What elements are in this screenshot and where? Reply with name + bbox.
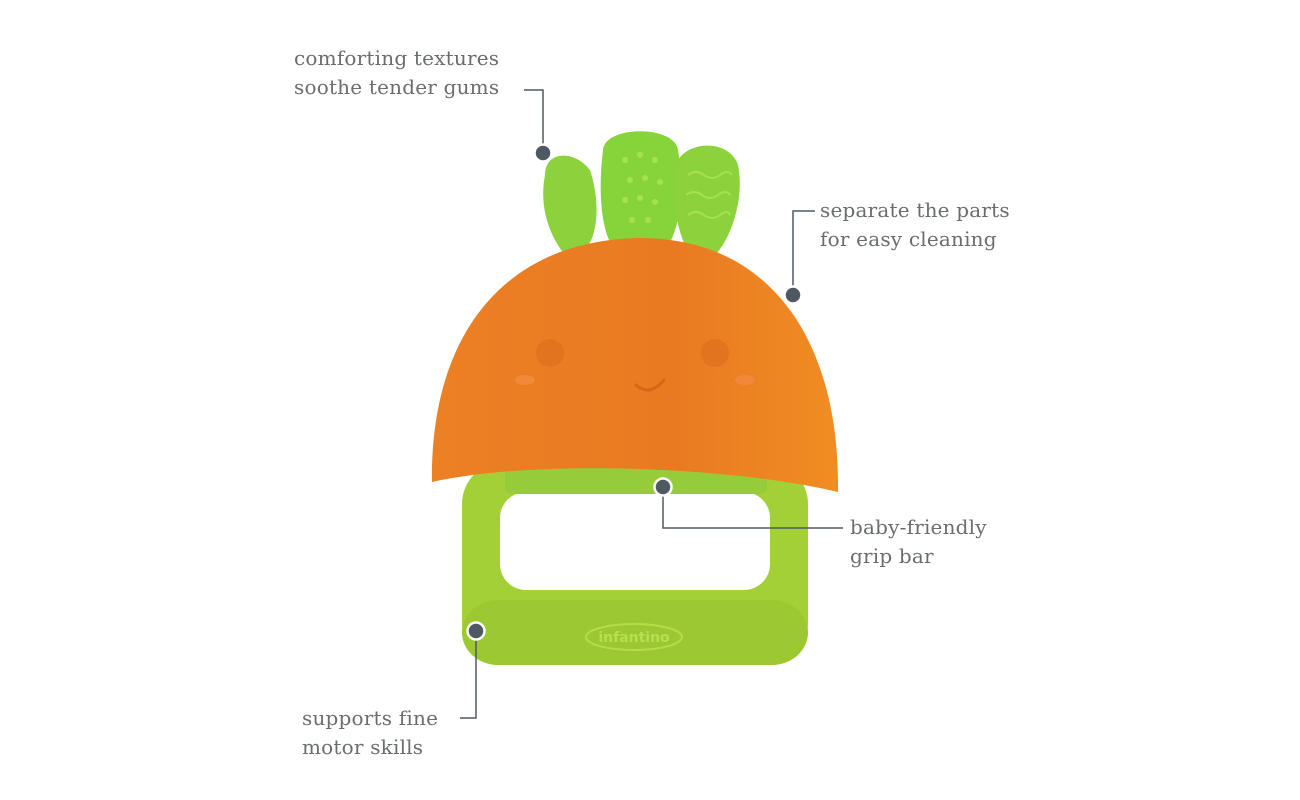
callout-line: soothe tender gums — [294, 75, 500, 99]
carrot-dome — [431, 238, 839, 492]
callout-dots — [466, 143, 803, 641]
infantino-logo — [585, 623, 683, 651]
callout-line: baby-friendly — [850, 515, 987, 539]
logo-text: infantino — [598, 630, 670, 646]
callout-line: supports fine — [302, 706, 439, 730]
callout-line: for easy cleaning — [820, 227, 997, 251]
teether-leaves — [543, 131, 740, 255]
callout-line: comforting textures — [294, 46, 500, 70]
callout-dot — [653, 477, 673, 497]
teether-handle: infantino — [462, 462, 808, 665]
callout-line: separate the parts — [820, 198, 1010, 222]
callout-grip-bar: baby-friendly grip bar — [850, 513, 987, 571]
leader-lines — [460, 89, 843, 719]
callout-dot — [533, 143, 553, 163]
callout-line: grip bar — [850, 544, 934, 568]
callout-dot — [466, 621, 486, 641]
callout-separate-parts: separate the parts for easy cleaning — [820, 196, 1010, 254]
callout-textures: comforting textures soothe tender gums — [294, 44, 499, 102]
callout-motor-skills: supports fine motor skills — [302, 704, 438, 762]
callout-dot — [783, 285, 803, 305]
callout-line: motor skills — [302, 735, 424, 759]
